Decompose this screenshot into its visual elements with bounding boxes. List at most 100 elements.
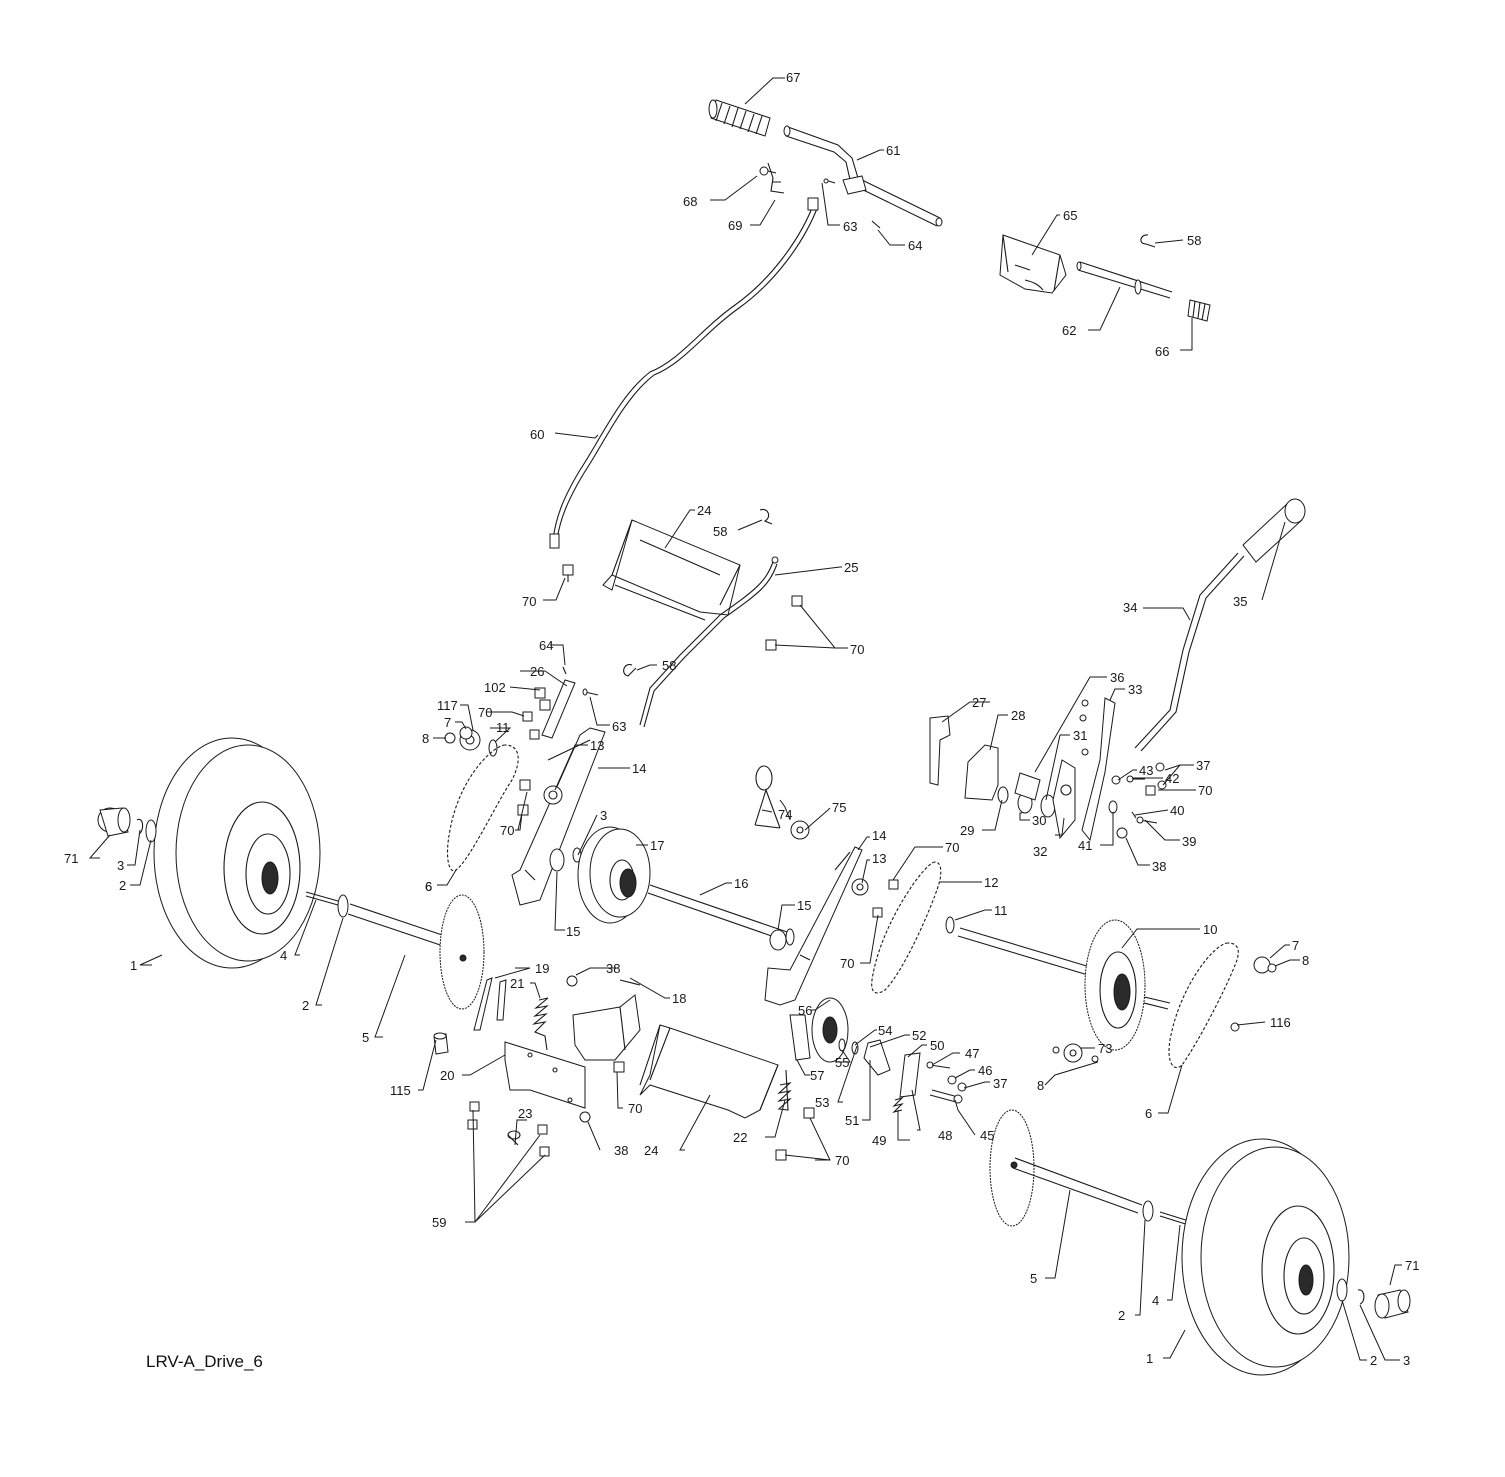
callout-115: 115 xyxy=(390,1083,411,1098)
callout-27: 27 xyxy=(972,695,986,710)
callout-26: 26 xyxy=(530,664,544,679)
callout-15: 15 xyxy=(797,898,811,913)
callout-1: 1 xyxy=(1146,1351,1153,1366)
part-lever-34 xyxy=(1134,552,1245,752)
part-bolt-70f xyxy=(872,879,899,918)
part-shaft-62 xyxy=(1076,261,1173,299)
part-nut-38a xyxy=(1116,827,1128,839)
part-bolt-59 xyxy=(467,1101,550,1157)
part-pin-19 xyxy=(473,977,507,1031)
callout-37: 37 xyxy=(1196,758,1210,773)
callout-117: 117 xyxy=(437,698,458,713)
callout-29: 29 xyxy=(960,823,974,838)
callout-3: 3 xyxy=(1403,1353,1410,1368)
callout-25: 25 xyxy=(844,560,858,575)
callout-43: 43 xyxy=(1139,763,1153,778)
part-grip-67 xyxy=(708,99,771,137)
callout-60: 60 xyxy=(530,427,544,442)
part-washer-2a xyxy=(145,819,157,843)
part-bolt-68 xyxy=(759,166,777,176)
callout-62: 62 xyxy=(1062,323,1076,338)
callout-34: 34 xyxy=(1123,600,1137,615)
callout-70: 70 xyxy=(835,1153,849,1168)
callout-56: 56 xyxy=(798,1003,812,1018)
callout-24: 24 xyxy=(697,503,711,518)
part-shaft-16 xyxy=(647,884,795,946)
part-shaft-10 xyxy=(957,927,1171,1010)
part-handle-61 xyxy=(783,125,943,227)
part-drum-17 xyxy=(577,826,651,924)
part-bearing-15a xyxy=(549,848,565,872)
callout-47: 47 xyxy=(965,1046,979,1061)
part-plate-33 xyxy=(1081,697,1116,842)
callout-71: 71 xyxy=(64,851,78,866)
part-nut-37a xyxy=(1155,762,1167,790)
callout-70: 70 xyxy=(850,642,864,657)
part-pin-63a xyxy=(823,178,836,184)
callout-20: 20 xyxy=(440,1068,454,1083)
part-nut-46 xyxy=(947,1075,957,1085)
leader-lines xyxy=(88,77,1402,1361)
callout-70: 70 xyxy=(500,823,514,838)
part-pin-58c xyxy=(623,663,637,677)
callout-2: 2 xyxy=(302,998,309,1013)
callout-14: 14 xyxy=(632,761,646,776)
part-wheel-1b xyxy=(1181,1138,1350,1376)
part-bolt-70b xyxy=(765,595,803,651)
callout-61: 61 xyxy=(886,143,900,158)
part-washer-41 xyxy=(1108,800,1118,814)
callout-12: 12 xyxy=(984,875,998,890)
part-bearing-15b xyxy=(769,929,787,951)
part-bolt-70h xyxy=(613,1061,625,1073)
part-nut-116 xyxy=(1230,1022,1240,1032)
part-clip-3c xyxy=(1357,1289,1365,1305)
callout-53: 53 xyxy=(815,1095,829,1110)
callout-70: 70 xyxy=(945,840,959,855)
callout-35: 35 xyxy=(1233,594,1247,609)
part-bracket-24b xyxy=(639,1024,779,1119)
callout-63: 63 xyxy=(843,219,857,234)
part-bracket-24a xyxy=(602,519,741,621)
part-bolt-36 xyxy=(1014,699,1089,801)
part-chain-6a xyxy=(447,744,519,872)
callout-31: 31 xyxy=(1073,728,1087,743)
callout-74: 74 xyxy=(778,807,792,822)
part-washer-2c xyxy=(1142,1200,1154,1222)
part-pin-23 xyxy=(507,1130,521,1146)
part-washer-11b xyxy=(945,916,955,934)
part-washer-29 xyxy=(997,786,1009,804)
callout-3: 3 xyxy=(600,808,607,823)
callout-21: 21 xyxy=(510,976,524,991)
part-rod-25 xyxy=(639,556,779,728)
part-sprocket-6d xyxy=(989,1109,1035,1227)
callout-7: 7 xyxy=(1292,938,1299,953)
part-nut-8b xyxy=(1267,963,1277,973)
callout-75: 75 xyxy=(832,800,846,815)
callout-17: 17 xyxy=(650,838,664,853)
part-plate-50 xyxy=(899,1052,921,1098)
part-bracket-27 xyxy=(929,715,951,786)
callout-13: 13 xyxy=(590,738,604,753)
part-plate-32 xyxy=(1052,759,1076,840)
callout-73: 73 xyxy=(1098,1041,1112,1056)
part-grip-66 xyxy=(1187,299,1211,322)
part-bracket-65 xyxy=(999,234,1067,294)
part-bolt-70d xyxy=(517,779,531,816)
callout-6: 6 xyxy=(1145,1106,1152,1121)
callout-71: 71 xyxy=(1405,1258,1419,1273)
callout-70: 70 xyxy=(1198,783,1212,798)
part-bolt-70c xyxy=(522,711,540,740)
callout-70: 70 xyxy=(628,1101,642,1116)
part-pin-58a xyxy=(1140,234,1156,248)
callout-23: 23 xyxy=(518,1106,532,1121)
part-sprocket-73 xyxy=(1063,1043,1083,1063)
callout-13: 13 xyxy=(872,851,886,866)
part-sprocket-10 xyxy=(1084,919,1146,1051)
callout-8: 8 xyxy=(422,731,429,746)
callout-68: 68 xyxy=(683,194,697,209)
callout-58: 58 xyxy=(1187,233,1201,248)
callout-19: 19 xyxy=(535,961,549,976)
part-pin-58b xyxy=(759,508,773,525)
callout-15: 15 xyxy=(566,924,580,939)
